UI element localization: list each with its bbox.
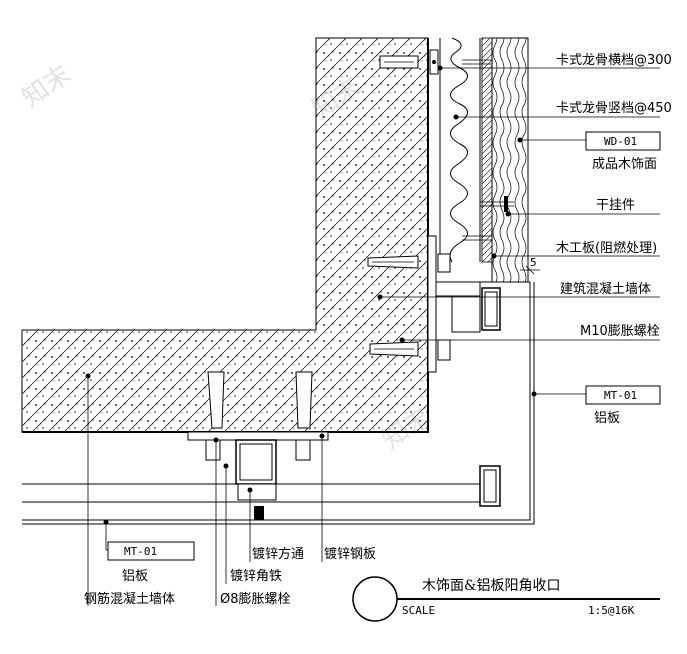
mt-tag-box-right <box>585 385 661 405</box>
label-aluminum-left: 铝板 <box>122 569 148 584</box>
m10-anchor-bolts <box>367 255 419 357</box>
label-dim-5: 5 <box>530 256 537 269</box>
leader-lines-bottom <box>85 373 325 606</box>
plywood-board <box>481 37 493 263</box>
dry-hanger-screws <box>462 59 514 241</box>
bottom-anchor-assembly <box>187 371 329 520</box>
label-rc-wall: 钢筋混凝土墙体 <box>84 591 175 607</box>
keel-profile <box>439 37 468 263</box>
wood-veneer-panel <box>491 37 529 283</box>
scale-value: 1:5@16K <box>588 604 635 617</box>
label-mt-tag-left: MT-01 <box>124 545 157 558</box>
label-keel-horizontal: 卡式龙骨横档@300 <box>556 53 672 68</box>
label-wood-finish: 成品木饰面 <box>592 157 657 172</box>
label-m10-bolt: M10膨胀螺栓 <box>580 324 660 339</box>
concrete-wall-section <box>21 37 429 433</box>
title-block: 木饰面&铝板阳角收口 SCALE 1:5@16K <box>352 576 660 622</box>
wall-bracket-assembly <box>427 235 530 373</box>
label-concrete-wall: 建筑混凝土墙体 <box>560 281 651 297</box>
wall-outer-edge <box>22 38 429 433</box>
label-wd-tag: WD-01 <box>604 135 637 148</box>
aluminum-panel <box>22 282 535 525</box>
label-plywood: 木工板(阻燃处理) <box>556 240 657 256</box>
label-galv-plate: 镀锌钢板 <box>324 546 376 562</box>
label-aluminum-right: 铝板 <box>594 411 620 426</box>
mt-tag-box-left <box>107 541 195 561</box>
scale-label: SCALE <box>402 604 435 617</box>
label-galv-angle: 镀锌角铁 <box>230 568 282 584</box>
detail-title: 木饰面&铝板阳角收口 <box>422 578 560 594</box>
wd-tag-box <box>585 131 661 151</box>
label-galv-tube: 镀锌方通 <box>252 546 304 562</box>
label-dry-hanger: 干挂件 <box>596 198 635 213</box>
label-keel-vertical: 卡式龙骨竖档@450 <box>556 101 672 116</box>
label-mt-tag-right: MT-01 <box>604 389 637 402</box>
top-anchor-bolt <box>379 49 439 75</box>
watermark-text: 知末 <box>17 59 77 113</box>
label-m8-bolt: Ø8膨胀螺栓 <box>220 592 291 607</box>
leader-lines-right <box>377 65 660 397</box>
detail-number-circle <box>352 576 398 622</box>
